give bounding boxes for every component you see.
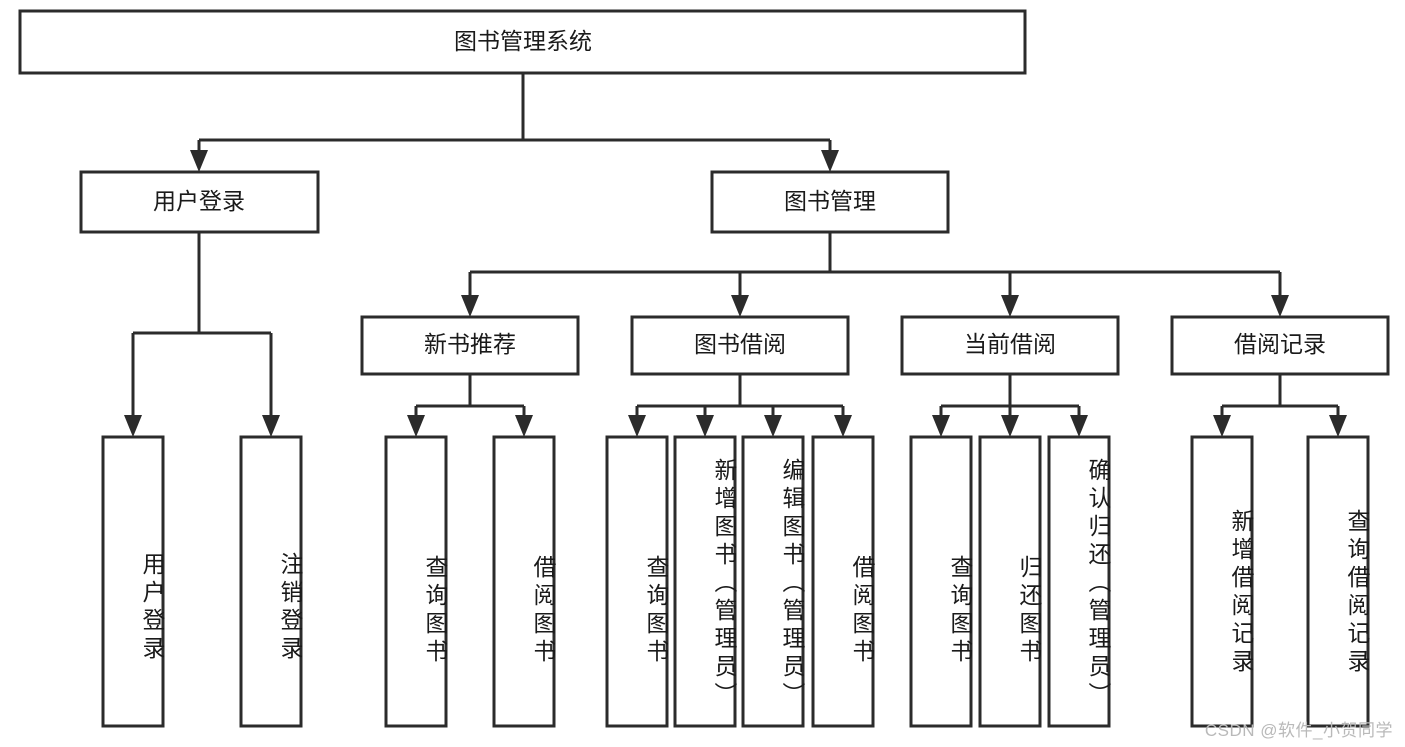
node-book-manage-label: 图书管理 [784, 188, 876, 214]
leaf-boxes [101, 435, 1370, 728]
leaf-box-add-record[interactable] [1190, 435, 1254, 728]
connector-group-root-to-level2 [190, 73, 839, 172]
node-root[interactable]: 图书管理系统 [18, 9, 1027, 75]
leaf-box-borrow-book-1[interactable] [492, 435, 556, 728]
leaf-box-add-book[interactable] [673, 435, 737, 728]
leaf-box-borrow-book-2[interactable] [811, 435, 875, 728]
leaf-box-query-record[interactable] [1306, 435, 1370, 728]
connector-group-current-borrow-children [932, 374, 1088, 437]
node-book-borrow[interactable]: 图书借阅 [630, 315, 850, 376]
node-book-manage[interactable]: 图书管理 [710, 170, 950, 234]
node-borrow-record-label: 借阅记录 [1234, 331, 1326, 357]
csdn-watermark: CSDN @软件_小贺同学 [1204, 721, 1393, 740]
leaf-box-edit-book[interactable] [741, 435, 805, 728]
connector-group-book-borrow-children [628, 374, 852, 437]
leaf-box-query-book-3[interactable] [909, 435, 973, 728]
leaf-box-return-book[interactable] [978, 435, 1042, 728]
node-borrow-record[interactable]: 借阅记录 [1170, 315, 1390, 376]
leaf-box-logout-login[interactable] [239, 435, 303, 728]
node-root-label: 图书管理系统 [454, 28, 592, 54]
connector-group-new-book-rec-children [407, 374, 533, 437]
node-user-login-label: 用户登录 [153, 188, 245, 214]
connector-group-book-manage-children [461, 232, 1289, 317]
connector-group-user-login-children [124, 232, 280, 437]
node-book-borrow-label: 图书借阅 [694, 331, 786, 357]
connector-group-borrow-record-children [1213, 374, 1347, 437]
node-user-login[interactable]: 用户登录 [79, 170, 320, 234]
leaf-box-confirm-return[interactable] [1047, 435, 1111, 728]
node-current-borrow[interactable]: 当前借阅 [900, 315, 1120, 376]
node-new-book-rec[interactable]: 新书推荐 [360, 315, 580, 376]
node-new-book-rec-label: 新书推荐 [424, 331, 516, 357]
leaf-box-query-book-2[interactable] [605, 435, 669, 728]
leaf-box-user-login[interactable] [101, 435, 165, 728]
node-current-borrow-label: 当前借阅 [964, 331, 1056, 357]
leaf-box-query-book-1[interactable] [384, 435, 448, 728]
